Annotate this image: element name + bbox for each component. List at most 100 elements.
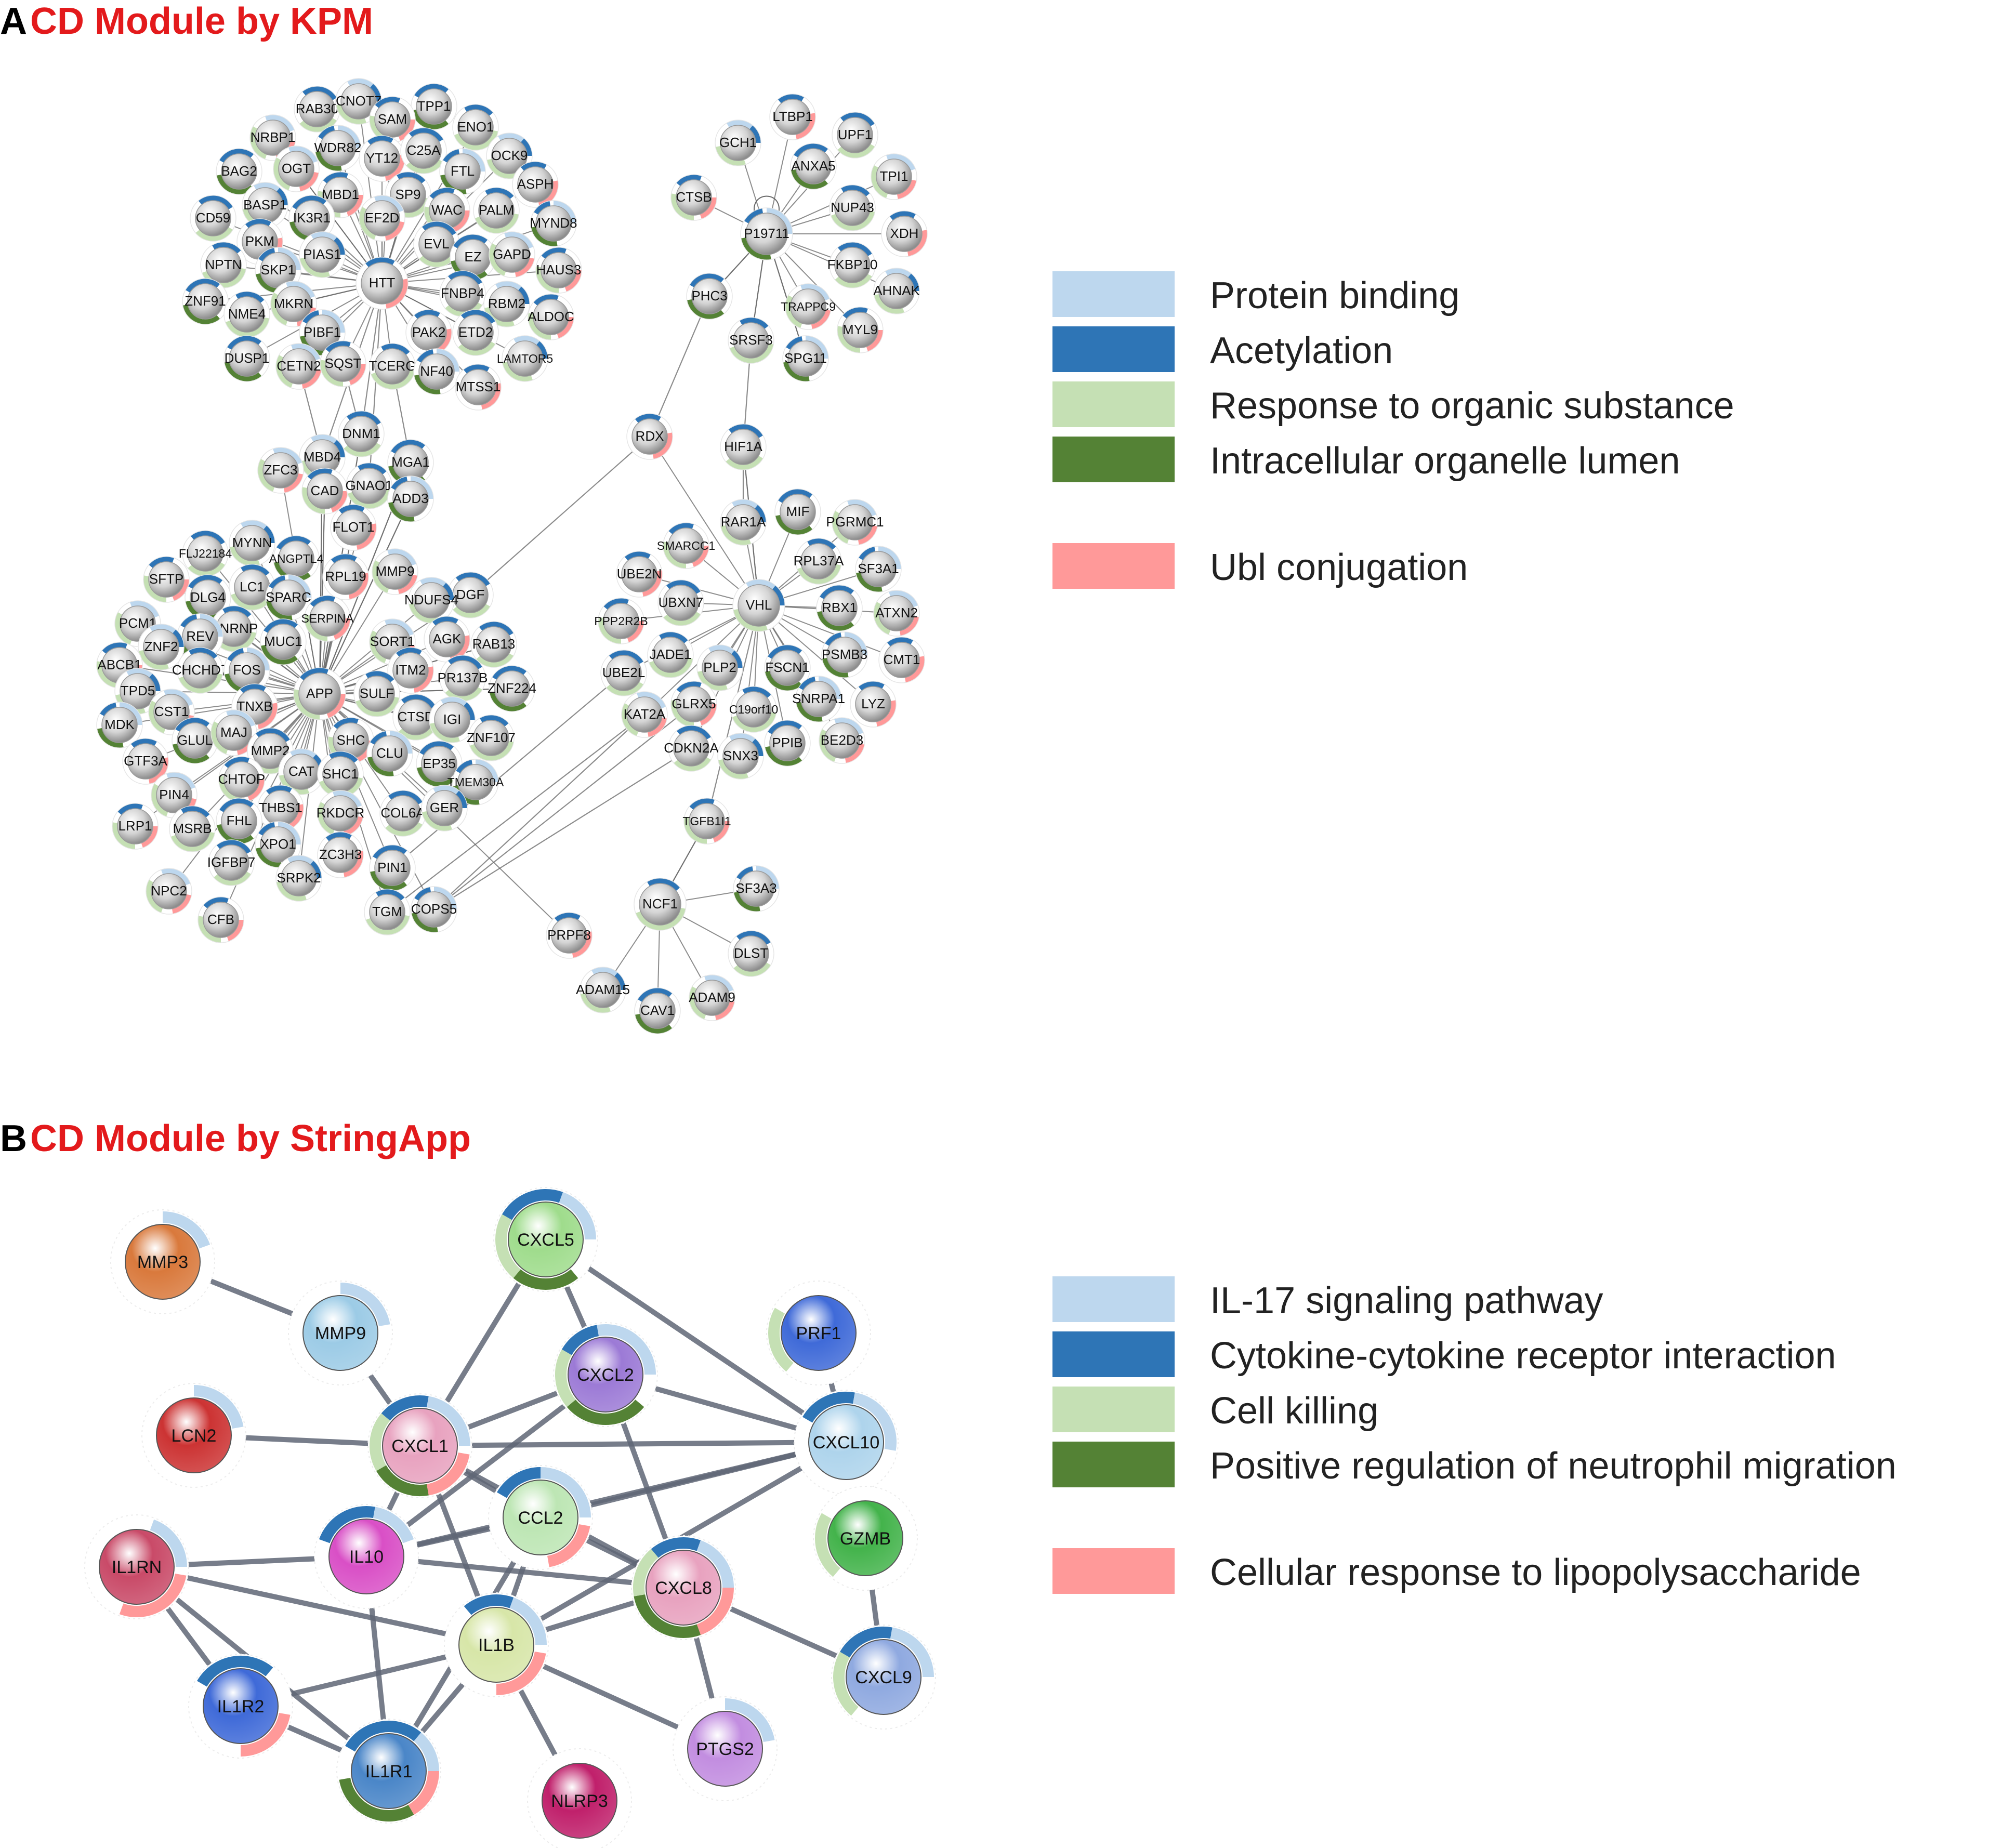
node-il10[interactable]: IL10 — [314, 1504, 419, 1609]
node-nptn[interactable]: NPTN — [200, 242, 247, 288]
node-pr137b[interactable]: PR137B — [438, 655, 488, 702]
node-il1r2[interactable]: IL1R2 — [188, 1654, 293, 1759]
node-wdr82[interactable]: WDR82 — [314, 125, 362, 171]
node-ogt[interactable]: OGT — [273, 146, 320, 192]
node-sqst[interactable]: SQST — [320, 340, 366, 387]
node-il1r1[interactable]: IL1R1 — [336, 1719, 441, 1824]
node-label: FLOT1 — [333, 519, 375, 535]
node-label: GZMB — [840, 1529, 891, 1549]
node-annotation-arc — [391, 440, 425, 454]
node-muc1[interactable]: MUC1 — [260, 618, 307, 665]
node-nrbp1[interactable]: NRBP1 — [249, 114, 296, 161]
node-rev[interactable]: REV — [177, 613, 223, 660]
node-label: WAC — [431, 202, 463, 218]
node-chchd7[interactable]: CHCHD7 — [172, 647, 228, 694]
node-app[interactable]: APP — [293, 667, 346, 720]
node-gapd[interactable]: GAPD — [489, 231, 535, 278]
node-dusp1[interactable]: DUSP1 — [223, 335, 270, 382]
node-il1rn[interactable]: IL1RN — [84, 1514, 189, 1619]
node-ndufs4[interactable]: NDUFS4 — [404, 577, 458, 624]
node-mmp3[interactable]: MMP3 — [110, 1209, 215, 1314]
node-mtss1[interactable]: MTSS1 — [455, 364, 502, 411]
node-body — [153, 694, 190, 730]
node-sparc[interactable]: SPARC — [265, 574, 312, 621]
node-nme4[interactable]: NME4 — [223, 291, 270, 338]
node-rab13[interactable]: RAB13 — [470, 621, 517, 668]
node-annotation-arc — [417, 349, 434, 363]
node-palm[interactable]: PALM — [473, 187, 520, 234]
node-label: NRBP1 — [251, 129, 296, 145]
node-sulf[interactable]: SULF — [353, 670, 400, 717]
node-tcerg[interactable]: TCERG — [369, 343, 416, 390]
node-yt12[interactable]: YT12 — [359, 135, 405, 182]
node-cxcl1[interactable]: CXCL1 — [367, 1393, 472, 1498]
legend-b-label: IL-17 signaling pathway — [1210, 1280, 1603, 1322]
node-annotation-arc — [349, 363, 366, 385]
node-tpd5[interactable]: TPD5 — [114, 668, 161, 715]
node-itm2[interactable]: ITM2 — [387, 647, 434, 694]
node-cxcl5[interactable]: CXCL5 — [493, 1187, 598, 1292]
node-gnao1[interactable]: GNAO1 — [345, 463, 393, 509]
node-ef2d[interactable]: EF2D — [359, 195, 405, 242]
node-mynd8[interactable]: MYND8 — [530, 200, 577, 247]
node-cxcl8[interactable]: CXCL8 — [631, 1535, 736, 1640]
node-label: ZFC3 — [264, 462, 298, 478]
node-rab30[interactable]: RAB30 — [294, 86, 340, 133]
node-lcn2[interactable]: LCN2 — [141, 1383, 246, 1488]
node-label: LAMTOR5 — [497, 352, 553, 365]
node-rpl19[interactable]: RPL19 — [322, 553, 369, 600]
node-znf2[interactable]: ZNF2 — [138, 624, 185, 670]
node-annotation-arc — [227, 648, 244, 662]
node-aldoc[interactable]: ALDOC — [528, 294, 574, 340]
node-mmp9[interactable]: MMP9 — [288, 1281, 393, 1385]
node-il1b[interactable]: IL1B — [444, 1592, 549, 1697]
node-ptgs2[interactable]: PTGS2 — [673, 1696, 778, 1801]
node-nf40[interactable]: NF40 — [413, 348, 460, 395]
node-dnm1[interactable]: DNM1 — [338, 411, 385, 457]
node-cetn2[interactable]: CETN2 — [275, 343, 322, 390]
node-label: SULF — [360, 685, 394, 701]
node-etd2[interactable]: ETD2 — [452, 309, 499, 356]
node-annotation-arc — [553, 201, 576, 224]
node-cxcl9[interactable]: CXCL9 — [831, 1625, 936, 1730]
node-flj22184[interactable]: FLJ22184 — [179, 530, 232, 577]
node-mkrn[interactable]: MKRN — [270, 281, 317, 327]
node-annotation-arc — [188, 562, 225, 576]
node-pias1[interactable]: PIAS1 — [299, 231, 346, 278]
node-cd59[interactable]: CD59 — [190, 195, 236, 242]
node-prf1[interactable]: PRF1 — [766, 1281, 871, 1385]
node-flot1[interactable]: FLOT1 — [330, 504, 377, 551]
node-basp1[interactable]: BASP1 — [242, 182, 288, 229]
node-cxcl2[interactable]: CXCL2 — [553, 1322, 658, 1427]
node-eno1[interactable]: ENO1 — [452, 104, 499, 151]
node-annotation-arc — [288, 146, 318, 163]
node-mdk[interactable]: MDK — [96, 702, 143, 748]
node-htt[interactable]: HTT — [356, 257, 409, 310]
node-c25a[interactable]: C25A — [400, 127, 447, 174]
node-sftp[interactable]: SFTP — [143, 556, 190, 603]
node-nlrp3[interactable]: NLRP3 — [527, 1748, 632, 1848]
node-label: DNM1 — [342, 426, 380, 441]
node-angptl4[interactable]: ANGPTL4 — [269, 535, 324, 582]
node-ez[interactable]: EZ — [450, 234, 496, 281]
node-znf224[interactable]: ZNF224 — [488, 665, 536, 712]
node-gzmb[interactable]: GZMB — [813, 1486, 918, 1591]
node-dgf[interactable]: DGF — [447, 572, 494, 618]
node-ik3r1[interactable]: IK3R1 — [288, 195, 335, 242]
node-lamtor5[interactable]: LAMTOR5 — [497, 335, 553, 382]
node-ccl2[interactable]: CCL2 — [488, 1465, 593, 1570]
node-serpina[interactable]: SERPINA — [301, 595, 354, 642]
node-add3[interactable]: ADD3 — [387, 476, 434, 522]
node-mynn[interactable]: MYNN — [229, 520, 275, 566]
node-zfc3[interactable]: ZFC3 — [257, 447, 304, 494]
node-label: MMP9 — [315, 1324, 366, 1343]
node-annotation-arc — [429, 188, 455, 199]
node-mmp9[interactable]: MMP9 — [372, 548, 418, 595]
node-tpp1[interactable]: TPP1 — [411, 83, 457, 130]
node-asph[interactable]: ASPH — [512, 161, 559, 208]
node-znf91[interactable]: ZNF91 — [182, 278, 229, 325]
node-rbm2[interactable]: RBM2 — [483, 281, 530, 327]
node-mbd4[interactable]: MBD4 — [299, 434, 346, 481]
node-cxcl10[interactable]: CXCL10 — [794, 1390, 899, 1495]
node-haus3[interactable]: HAUS3 — [535, 247, 582, 294]
